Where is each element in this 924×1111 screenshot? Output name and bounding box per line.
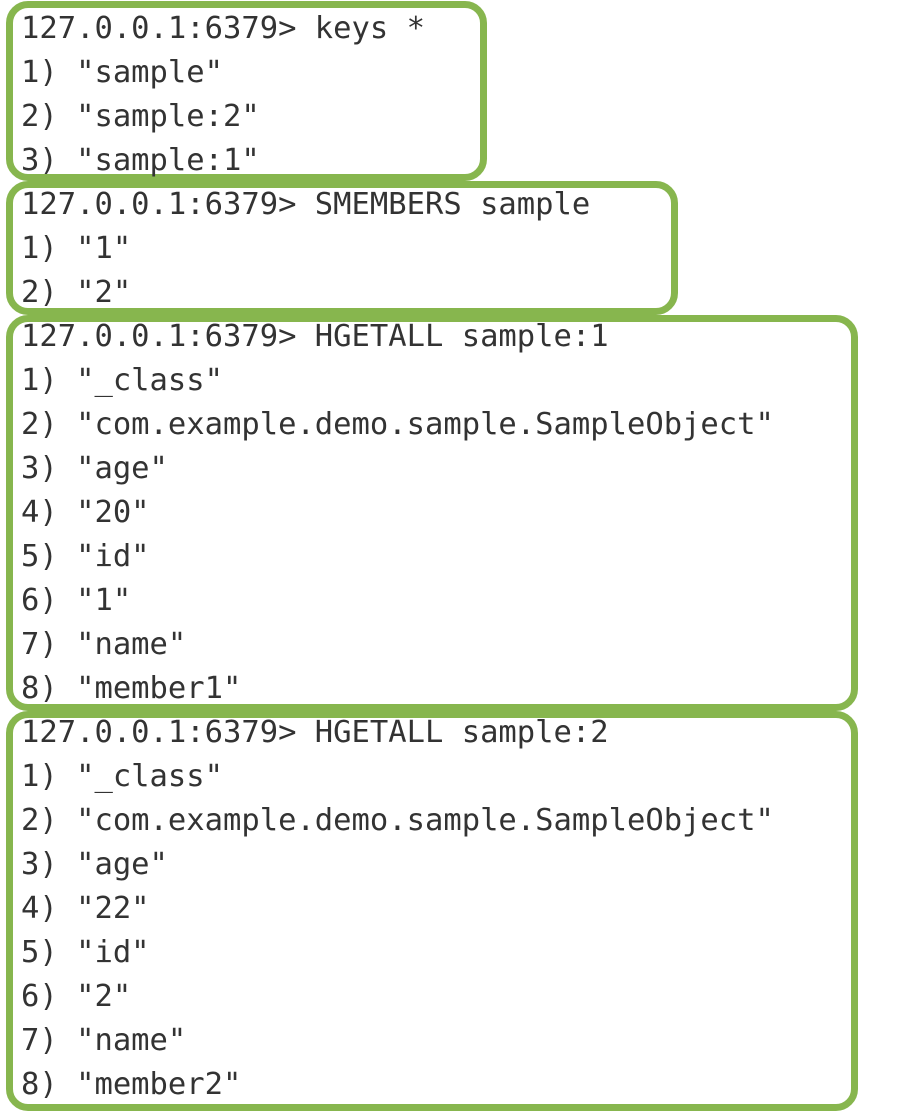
output-line: 4) "20" (21, 495, 150, 530)
output-line: 2) "sample:2" (21, 99, 260, 134)
output-line: 5) "id" (21, 935, 150, 970)
command-line-hgetall-1: 127.0.0.1:6379> HGETALL sample:1 (21, 319, 609, 354)
command-line-hgetall-2: 127.0.0.1:6379> HGETALL sample:2 (21, 715, 609, 750)
output-line: 3) "age" (21, 847, 168, 882)
output-line: 1) "1" (21, 231, 132, 266)
command-line-smembers: 127.0.0.1:6379> SMEMBERS sample (21, 187, 591, 222)
output-line: 1) "sample" (21, 55, 223, 90)
output-line: 8) "member1" (21, 671, 242, 706)
output-line: 6) "2" (21, 979, 132, 1014)
output-line: 1) "_class" (21, 759, 223, 794)
output-line: 8) "member2" (21, 1067, 242, 1102)
output-line: 2) "com.example.demo.sample.SampleObject… (21, 407, 774, 442)
output-line: 2) "com.example.demo.sample.SampleObject… (21, 803, 774, 838)
output-line: 7) "name" (21, 1023, 187, 1058)
output-line: 3) "sample:1" (21, 143, 260, 178)
output-line: 6) "1" (21, 583, 132, 618)
output-line: 4) "22" (21, 891, 150, 926)
output-line: 3) "age" (21, 451, 168, 486)
output-line: 7) "name" (21, 627, 187, 662)
output-line: 1) "_class" (21, 363, 223, 398)
output-line: 5) "id" (21, 539, 150, 574)
command-line-keys: 127.0.0.1:6379> keys * (21, 11, 425, 46)
output-line: 2) "2" (21, 275, 132, 310)
